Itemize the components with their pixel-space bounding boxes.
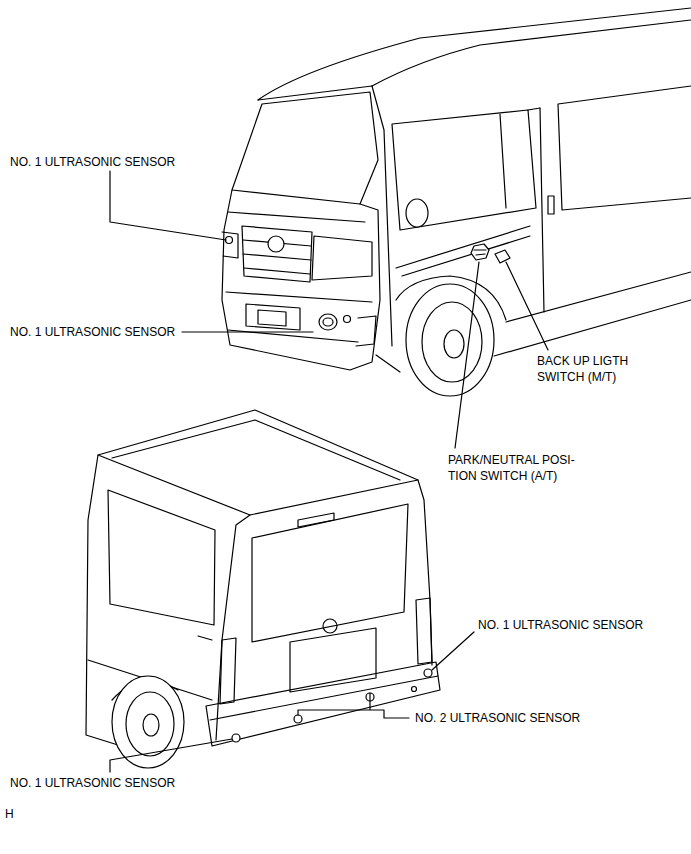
figure-code: H (5, 806, 14, 822)
part-label: NO. 1 ULTRASONIC SENSOR (478, 617, 643, 633)
part-label: BACK UP LIGTH SWITCH (M/T) (537, 353, 649, 385)
part-label: NO. 2 ULTRASONIC SENSOR (415, 710, 580, 726)
part-label: NO. 1 ULTRASONIC SENSOR (10, 775, 175, 791)
rear-van (86, 410, 440, 768)
part-label: NO. 1 ULTRASONIC SENSOR (10, 324, 175, 340)
front-van (222, 8, 691, 396)
part-label: PARK/NEUTRAL POSI- TION SWITCH (A/T) (448, 452, 580, 484)
part-label: NO. 1 ULTRASONIC SENSOR (10, 154, 175, 170)
